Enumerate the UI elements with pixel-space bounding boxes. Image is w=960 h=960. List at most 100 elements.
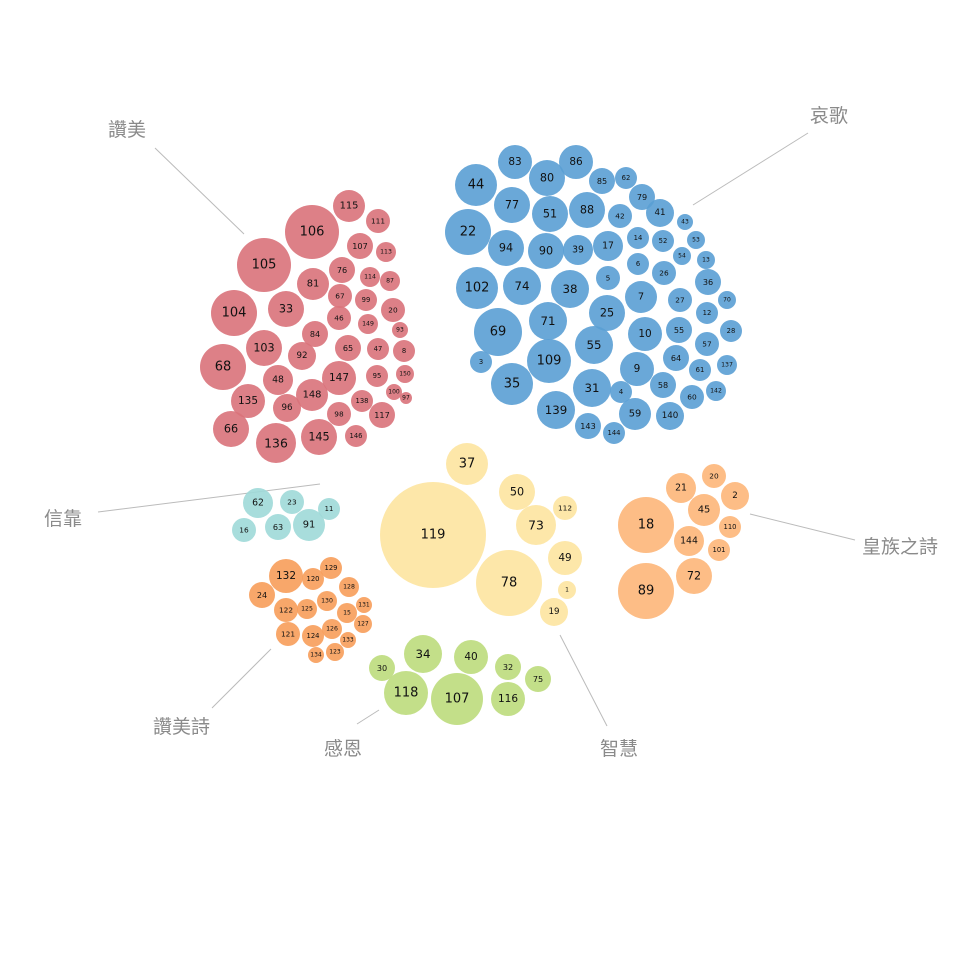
bubble[interactable] [322,619,342,639]
bubble[interactable] [525,666,551,692]
bubble[interactable] [589,168,615,194]
bubble[interactable] [553,496,577,520]
bubble[interactable] [677,214,693,230]
bubble[interactable] [603,422,625,444]
bubble[interactable] [329,257,355,283]
bubble[interactable] [337,603,357,623]
bubble[interactable] [575,413,601,439]
bubble[interactable] [455,164,497,206]
bubble[interactable] [345,425,367,447]
bubble[interactable] [495,654,521,680]
bubble[interactable] [356,597,372,613]
bubble[interactable] [339,577,359,597]
bubble[interactable] [498,145,532,179]
bubble[interactable] [200,344,246,390]
bubble[interactable] [231,384,265,418]
bubble[interactable] [354,615,372,633]
bubble[interactable] [674,526,704,556]
bubble[interactable] [680,385,704,409]
bubble[interactable] [256,423,296,463]
bubble[interactable] [301,419,337,455]
bubble[interactable] [376,242,396,262]
bubble[interactable] [569,192,605,228]
bubble[interactable] [474,308,522,356]
bubble[interactable] [516,505,556,545]
bubble[interactable] [340,632,356,648]
bubble[interactable] [333,190,365,222]
bubble[interactable] [666,473,696,503]
bubble[interactable] [652,261,676,285]
bubble[interactable] [366,365,388,387]
bubble[interactable] [689,359,711,381]
bubble[interactable] [706,381,726,401]
bubble[interactable] [627,227,649,249]
bubble[interactable] [718,291,736,309]
bubble[interactable] [327,402,351,426]
bubble[interactable] [697,251,715,269]
bubble[interactable] [491,682,525,716]
bubble[interactable] [650,372,676,398]
bubble[interactable] [719,516,741,538]
bubble[interactable] [558,581,576,599]
bubble[interactable] [249,582,275,608]
bubble[interactable] [367,338,389,360]
bubble[interactable] [355,289,377,311]
bubble[interactable] [243,488,273,518]
bubble[interactable] [532,196,568,232]
bubble[interactable] [627,253,649,275]
bubble[interactable] [688,494,720,526]
bubble[interactable] [404,635,442,673]
bubble[interactable] [668,288,692,312]
bubble[interactable] [335,335,361,361]
bubble[interactable] [302,321,328,347]
bubble[interactable] [274,598,298,622]
bubble[interactable] [381,298,405,322]
bubble[interactable] [302,568,324,590]
bubble[interactable] [695,269,721,295]
bubble[interactable] [393,340,415,362]
bubble[interactable] [380,482,486,588]
bubble[interactable] [213,411,249,447]
bubble[interactable] [488,230,524,266]
bubble[interactable] [265,514,291,540]
bubble[interactable] [646,199,674,227]
bubble[interactable] [396,365,414,383]
bubble[interactable] [322,361,356,395]
bubble[interactable] [476,550,542,616]
bubble[interactable] [211,290,257,336]
bubble[interactable] [676,558,712,594]
bubble[interactable] [695,332,719,356]
bubble[interactable] [470,351,492,373]
bubble[interactable] [619,398,651,430]
bubble[interactable] [456,267,498,309]
bubble[interactable] [400,392,412,404]
bubble[interactable] [503,267,541,305]
bubble[interactable] [608,204,632,228]
bubble[interactable] [293,509,325,541]
bubble[interactable] [625,281,657,313]
bubble[interactable] [529,302,567,340]
bubble[interactable] [589,295,625,331]
bubble[interactable] [360,267,380,287]
bubble[interactable] [263,365,293,395]
bubble[interactable] [302,625,324,647]
bubble[interactable] [431,673,483,725]
bubble[interactable] [563,235,593,265]
bubble[interactable] [652,230,674,252]
bubble[interactable] [548,541,582,575]
bubble[interactable] [317,591,337,611]
bubble[interactable] [573,369,611,407]
bubble[interactable] [717,355,737,375]
bubble[interactable] [269,559,303,593]
bubble[interactable] [297,268,329,300]
bubble[interactable] [620,352,654,386]
bubble[interactable] [386,384,402,400]
bubble[interactable] [296,379,328,411]
bubble[interactable] [366,209,390,233]
bubble[interactable] [347,233,373,259]
bubble[interactable] [308,647,324,663]
bubble[interactable] [273,394,301,422]
bubble[interactable] [246,330,282,366]
bubble[interactable] [369,655,395,681]
bubble[interactable] [615,167,637,189]
